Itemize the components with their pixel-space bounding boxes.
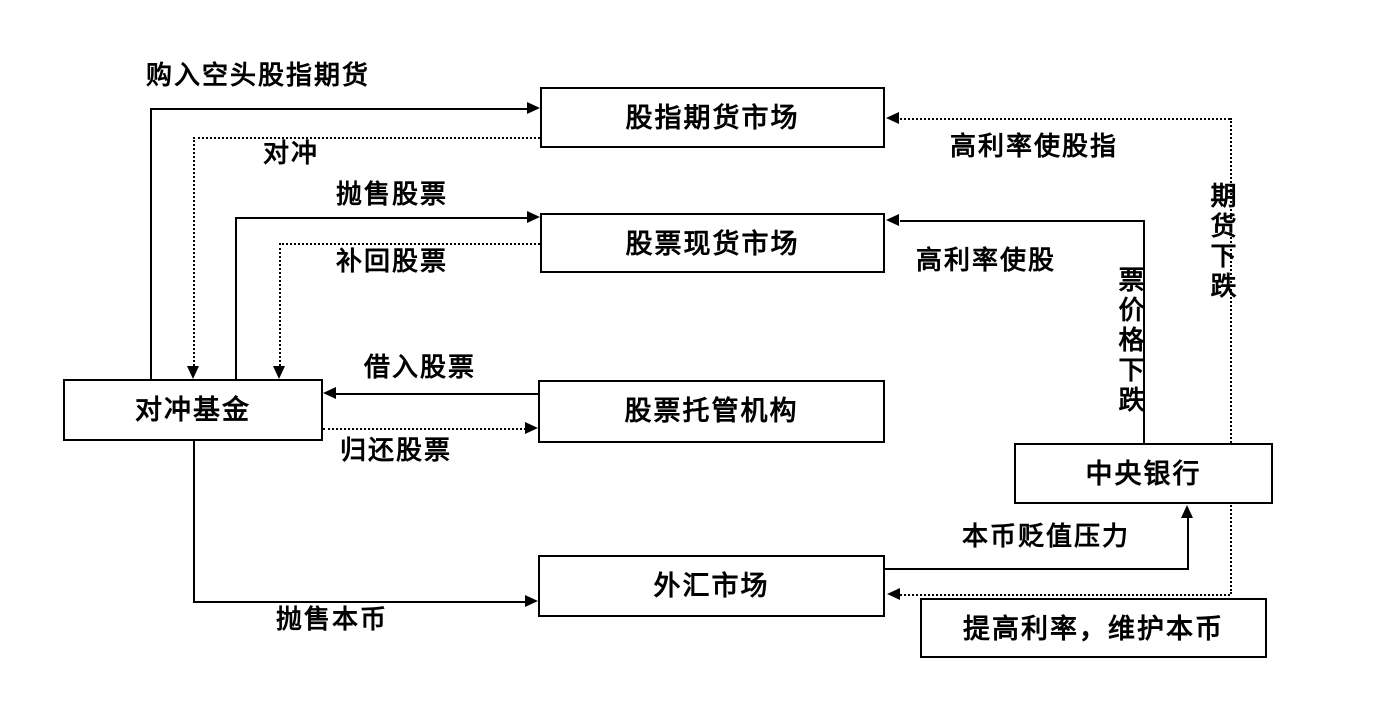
arrowhead-into-spot-left (527, 211, 540, 223)
label-futures-fall: 期货下跌 (1207, 182, 1237, 302)
node-hedge-fund-label: 对冲基金 (135, 395, 251, 425)
edge-buy-short-horizontal (150, 108, 530, 110)
label-return-stocks: 归还股票 (340, 435, 453, 465)
arrowhead-into-spot-right (886, 214, 899, 226)
node-central-bank: 中央银行 (1014, 443, 1273, 504)
edge-cover-stocks-vertical (279, 243, 281, 366)
arrowhead-into-forex-left (525, 595, 538, 607)
node-forex-market: 外汇市场 (538, 555, 885, 617)
edge-rate-futures-vertical (1230, 118, 1232, 594)
edge-sell-stocks-horizontal (235, 217, 530, 219)
edge-cover-stocks-horizontal (279, 243, 540, 245)
node-spot-market-label: 股票现货市场 (625, 229, 800, 259)
node-raise-rates-label: 提高利率，维护本币 (963, 614, 1224, 644)
label-high-rate-stock: 高利率使股 (916, 245, 1057, 275)
label-sell-currency: 抛售本币 (276, 604, 389, 634)
edge-rate-stock-horizontal (900, 220, 1145, 222)
arrowhead-into-hedgefund-top-1 (187, 366, 199, 379)
label-cover-stocks: 补回股票 (336, 246, 449, 276)
edge-defend-currency-horizontal (900, 594, 1230, 596)
label-depreciation-pressure: 本币贬值压力 (962, 521, 1131, 551)
edge-hedge-horizontal (193, 137, 540, 139)
edge-hedge-vertical (193, 137, 195, 366)
edge-depreciation-horizontal (885, 568, 1187, 570)
node-spot-market: 股票现货市场 (540, 213, 885, 273)
node-futures-market-label: 股指期货市场 (625, 103, 800, 133)
label-high-rate-index: 高利率使股指 (950, 131, 1119, 161)
arrowhead-into-hedgefund-right (323, 387, 336, 399)
edge-sell-stocks-vertical (235, 217, 237, 379)
arrowhead-into-futures-right (886, 112, 899, 124)
edge-return-stocks (323, 428, 526, 430)
node-raise-rates: 提高利率，维护本币 (920, 598, 1267, 658)
node-hedge-fund: 对冲基金 (63, 379, 323, 441)
label-borrow-stocks: 借入股票 (364, 352, 477, 382)
node-custodian: 股票托管机构 (538, 380, 885, 443)
edge-rate-stock-vertical (1143, 220, 1145, 443)
arrowhead-into-hedgefund-top-2 (273, 366, 285, 379)
arrowhead-into-forex-right (887, 588, 900, 600)
label-buy-short-futures: 购入空头股指期货 (146, 60, 371, 90)
edge-sell-currency-vertical (193, 441, 195, 601)
arrowhead-into-custodian-left (525, 422, 538, 434)
label-sell-stocks: 抛售股票 (336, 179, 449, 209)
node-custodian-label: 股票托管机构 (624, 396, 799, 426)
label-hedge: 对冲 (263, 138, 320, 168)
edge-borrow-stocks (335, 393, 538, 395)
arrowhead-into-futures-left (527, 102, 540, 114)
edge-buy-short-vertical (150, 108, 152, 379)
label-price-fall: 票价格下跌 (1115, 266, 1145, 416)
edge-depreciation-vertical (1187, 516, 1189, 570)
node-central-bank-label: 中央银行 (1085, 459, 1202, 489)
node-futures-market: 股指期货市场 (540, 87, 885, 148)
edge-rate-futures-horizontal (900, 118, 1230, 120)
edge-sell-currency-horizontal (193, 601, 528, 603)
arrowhead-into-centralbank-bottom (1181, 505, 1193, 518)
node-forex-market-label: 外汇市场 (653, 571, 770, 601)
